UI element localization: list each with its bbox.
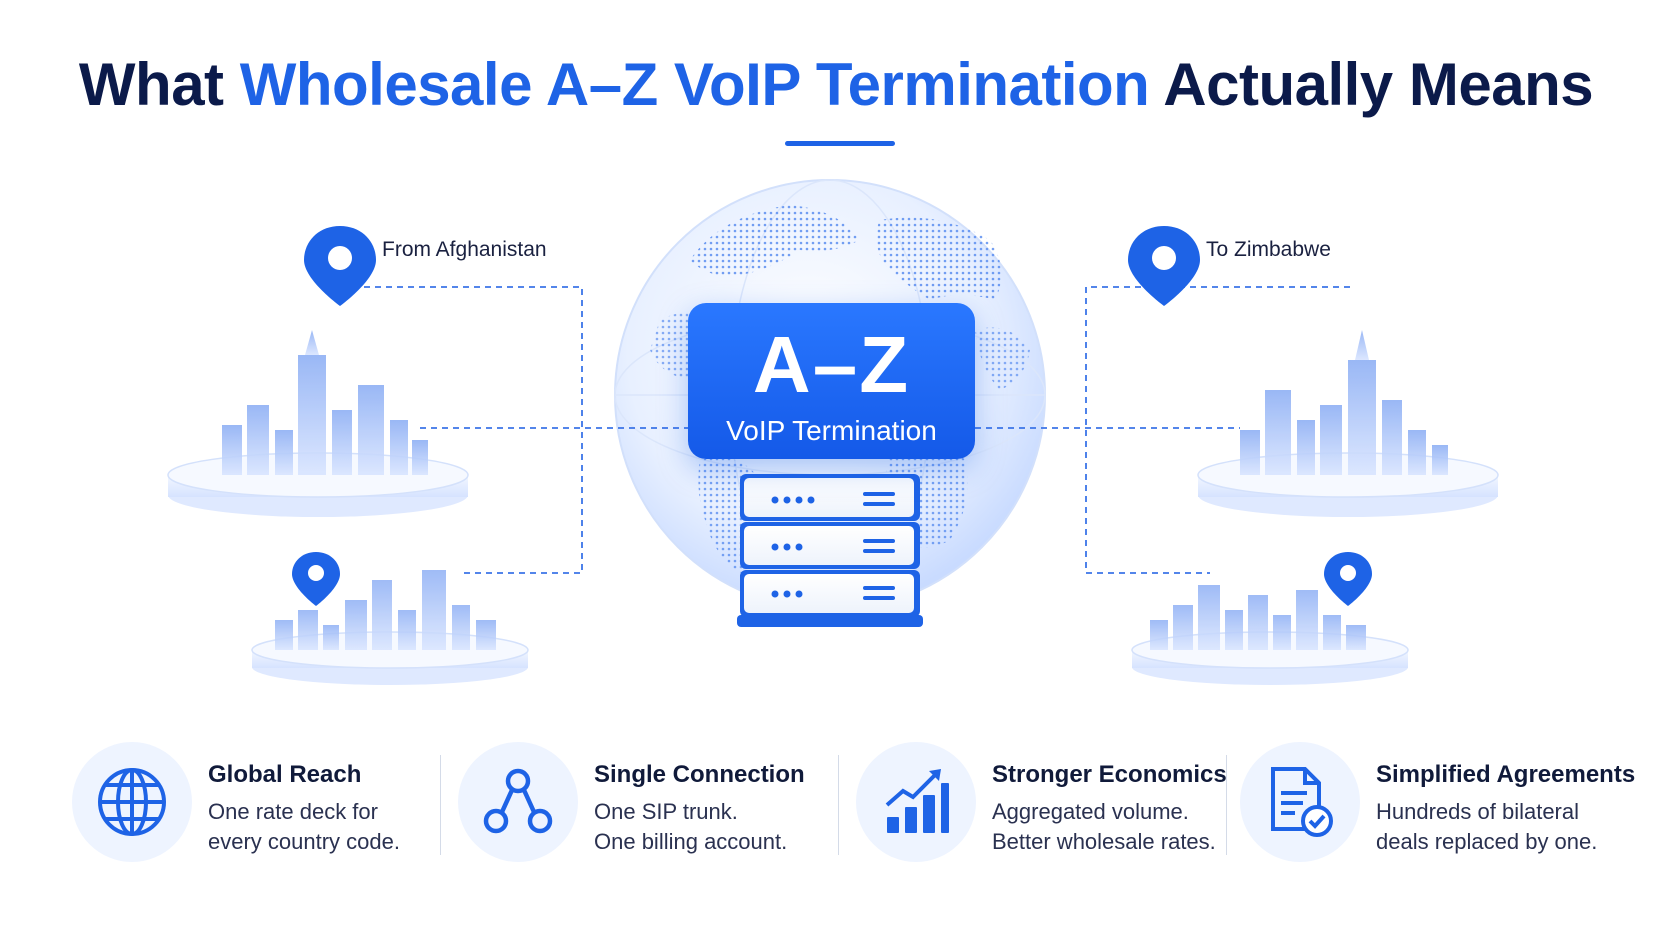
feature-title: Stronger Economics [992, 761, 1227, 788]
feature-line: every country code. [208, 829, 400, 854]
city-right-top [1197, 330, 1499, 517]
feature-line: One rate deck for [208, 799, 378, 824]
city-left-bottom [251, 570, 529, 685]
feature-line: deals replaced by one. [1376, 829, 1598, 854]
from-location-label: From Afghanistan [382, 238, 547, 261]
feature-line: One billing account. [594, 829, 788, 854]
title-accent: Wholesale A–Z VoIP Termination [239, 51, 1150, 118]
city-left-top [167, 330, 469, 517]
divider [440, 755, 441, 855]
city-right-bottom [1131, 585, 1409, 685]
title-underline [785, 141, 895, 146]
feature-title: Simplified Agreements [1376, 761, 1636, 788]
pin-to-icon [1128, 226, 1200, 306]
feature-line: Aggregated volume. [992, 799, 1189, 824]
pin-right-small-icon [1324, 552, 1372, 606]
connection-icon [458, 742, 578, 862]
feature-line: One SIP trunk. [594, 799, 738, 824]
to-location-label: To Zimbabwe [1206, 238, 1331, 261]
feature-global-reach: Global Reach One rate deck for every cou… [72, 742, 432, 872]
feature-line: Hundreds of bilateral [1376, 799, 1580, 824]
hub-badge: A–Z VoIP Termination [688, 303, 975, 459]
feature-stronger-economics: Stronger Economics Aggregated volume. Be… [856, 742, 1236, 872]
feature-title: Global Reach [208, 761, 362, 788]
feature-simplified-agreements: Simplified Agreements Hundreds of bilate… [1240, 742, 1640, 872]
network-illustration [167, 179, 1499, 685]
divider [1226, 755, 1227, 855]
globe-icon [72, 742, 192, 862]
hub-subtitle: VoIP Termination [726, 415, 937, 446]
page-title: What Wholesale A–Z VoIP Termination Actu… [0, 50, 1672, 119]
feature-single-connection: Single Connection One SIP trunk. One bil… [458, 742, 818, 872]
feature-line: Better wholesale rates. [992, 829, 1216, 854]
pin-left-small-icon [292, 552, 340, 606]
growth-chart-icon [856, 742, 976, 862]
hub-title: A–Z [752, 320, 911, 409]
divider [838, 755, 839, 855]
document-check-icon [1240, 742, 1360, 862]
title-part-1: What [78, 51, 240, 118]
server-stack-icon [737, 474, 923, 627]
title-part-3: Actually Means [1149, 51, 1594, 118]
pin-from-icon [304, 226, 376, 306]
feature-title: Single Connection [594, 761, 805, 788]
connection-lines [320, 286, 1350, 574]
